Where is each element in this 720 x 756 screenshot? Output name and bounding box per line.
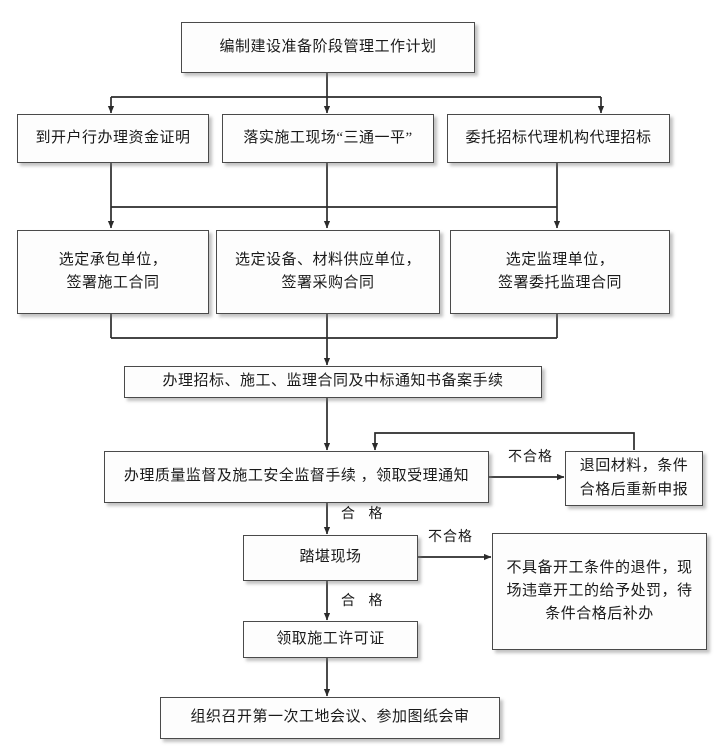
node-text-line: 条件合格后补办 (545, 606, 654, 623)
node-text-line: 领取施工许可证 (276, 630, 385, 647)
node-bank-fund-certificate[interactable]: 到开户行办理资金证明 (17, 114, 209, 163)
node-first-site-meeting[interactable]: 组织召开第一次工地会议、参加图纸会审 (160, 697, 500, 739)
node-text-line: 组织召开第一次工地会议、参加图纸会审 (190, 709, 470, 726)
node-select-supplier[interactable]: 选定设备、材料供应单位， 签署采购合同 (216, 230, 440, 314)
node-text-line: 签署施工合同 (66, 275, 160, 291)
node-text-line: 办理招标、施工、监理合同及中标通知书备案手续 (162, 373, 504, 390)
edge-label-fail-to-return: 不合格 (508, 450, 553, 465)
node-text-line: 退回材料，条件 (579, 458, 689, 475)
node-not-qualified-penalty[interactable]: 不具备开工条件的退件，现 场违章开工的给予处罚，待 条件合格后补办 (492, 533, 707, 650)
node-text-line: 不具备开工条件的退件，现 (506, 559, 693, 576)
node-construction-permit[interactable]: 领取施工许可证 (243, 621, 418, 658)
node-text-line: 签署采购合同 (281, 275, 375, 291)
node-text-line: 落实施工现场“三通一平” (243, 129, 413, 146)
node-text-line: 办理质量监督及施工安全监督手续 ，领取受理通知 (123, 468, 470, 485)
edge-label-pass-to-permit: 合 格 (341, 594, 388, 609)
node-site-survey[interactable]: 踏堪现场 (243, 535, 418, 581)
node-text-line: 选定承包单位， (58, 251, 168, 268)
edge-label-pass-to-survey: 合 格 (341, 507, 388, 522)
node-site-three-connections[interactable]: 落实施工现场“三通一平” (222, 114, 434, 163)
node-text-line: 场违章开工的给予处罚，待 (506, 582, 693, 599)
node-entrust-bidding-agency[interactable]: 委托招标代理机构代理招标 (447, 114, 670, 163)
node-prepare-management-plan[interactable]: 编制建设准备阶段管理工作计划 (181, 22, 475, 73)
node-text-line: 到开户行办理资金证明 (35, 129, 191, 146)
node-text-line: 选定设备、材料供应单位， (234, 251, 421, 268)
node-text-line: 签署委托监理合同 (497, 275, 622, 291)
node-quality-safety-supervision[interactable]: 办理质量监督及施工安全监督手续 ，领取受理通知 (104, 451, 489, 503)
node-text-line: 合格后重新申报 (579, 481, 689, 498)
node-select-contractor[interactable]: 选定承包单位， 签署施工合同 (17, 230, 209, 314)
node-text-line: 编制建设准备阶段管理工作计划 (219, 38, 437, 55)
node-text-line: 选定监理单位， (505, 251, 615, 268)
node-select-supervisor[interactable]: 选定监理单位， 签署委托监理合同 (450, 230, 670, 314)
node-return-materials-reapply[interactable]: 退回材料，条件 合格后重新申报 (565, 451, 703, 506)
node-text-line: 踏堪现场 (299, 549, 362, 566)
edge-label-fail-to-penalty: 不合格 (428, 530, 473, 545)
node-text-line: 委托招标代理机构代理招标 (465, 129, 652, 146)
edge-n10-feedback-n9 (371, 432, 635, 451)
node-contract-filing-procedures[interactable]: 办理招标、施工、监理合同及中标通知书备案手续 (124, 366, 542, 398)
